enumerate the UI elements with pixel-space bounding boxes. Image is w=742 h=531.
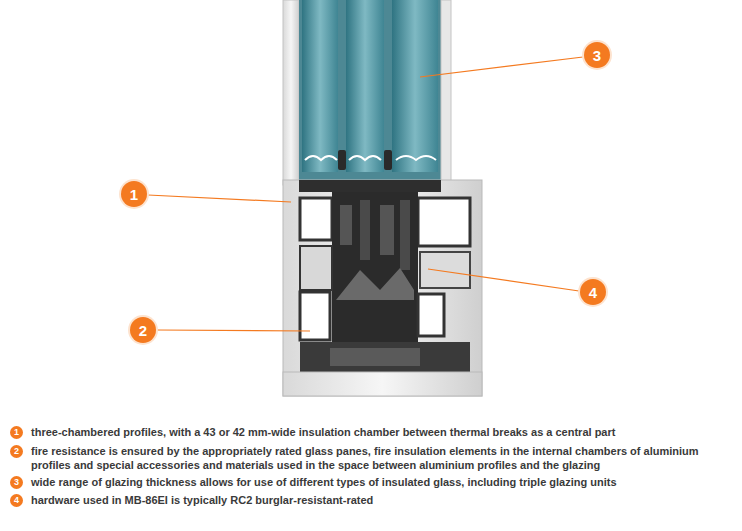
callout-number: 4 — [580, 279, 606, 305]
callout-number: 2 — [14, 447, 19, 456]
callout-number: 3 — [14, 478, 19, 487]
leader-line — [428, 269, 579, 291]
leader-line — [420, 57, 583, 77]
callout-number: 1 — [130, 187, 138, 202]
frame-profile — [283, 180, 482, 396]
glazing — [283, 0, 451, 185]
item-description: three-chambered profiles, with a 43 or 4… — [31, 425, 736, 439]
callout-number: 1 — [14, 428, 19, 437]
list-bullet: 1three-chambered profiles, with a 43 or … — [10, 426, 23, 439]
item-description: wide range of glazing thickness allows f… — [31, 475, 736, 489]
list-bullet: 2fire resistance is ensured by the appro… — [10, 445, 23, 458]
callout-number: 4 — [589, 285, 597, 300]
leader-line — [148, 195, 291, 202]
leader-lines — [148, 57, 583, 331]
callout-number: 1 — [121, 181, 147, 207]
item-description: fire resistance is ensured by the approp… — [31, 444, 736, 472]
callout-number: 4 — [14, 496, 19, 505]
callout-number: 3 — [584, 42, 610, 68]
callout-number: 2 — [139, 323, 147, 338]
list-bullet: 3wide range of glazing thickness allows … — [10, 476, 23, 489]
item-description: hardware used in MB-86EI is typically RC… — [31, 493, 736, 507]
callout-number: 3 — [593, 48, 601, 63]
leader-line — [157, 330, 310, 331]
callout-number: 2 — [130, 317, 156, 343]
list-bullet: 4hardware used in MB-86EI is typically R… — [10, 494, 23, 507]
